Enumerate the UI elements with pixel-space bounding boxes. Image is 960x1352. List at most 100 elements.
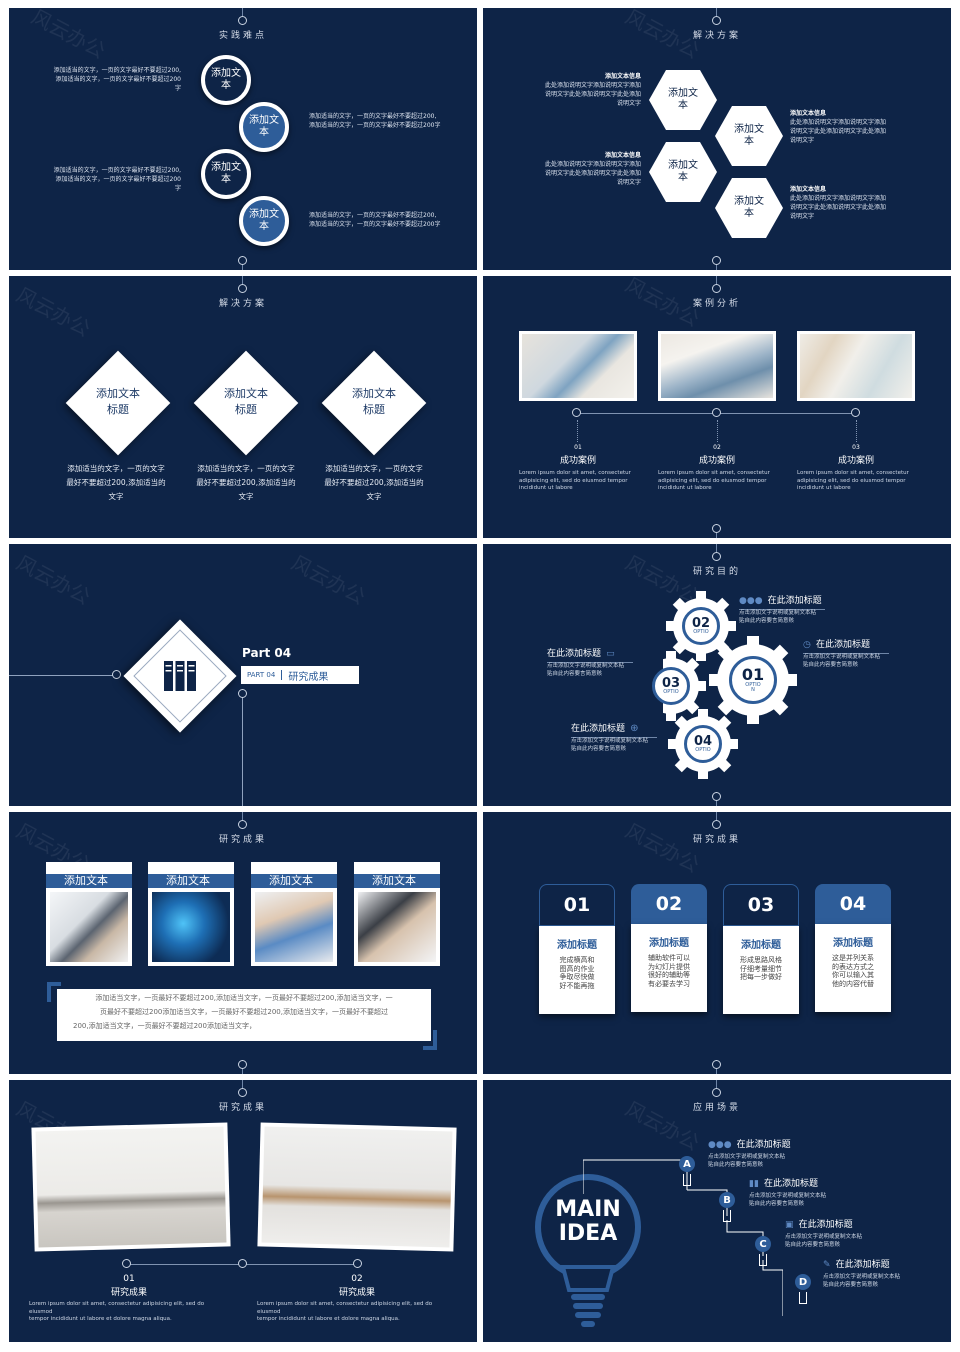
timeline-node xyxy=(851,408,860,417)
monitor-icon: ▭ xyxy=(606,649,615,659)
connector-line xyxy=(716,1080,717,1094)
scene-label-4: ✎ 在此添加标题 点击添加文字说明或复制文本粘贴自此内容要言简意赅 xyxy=(823,1260,901,1288)
bulb-a-icon: A xyxy=(679,1156,695,1172)
slide-research-purpose: 研究目的 风云办公 xyxy=(483,544,951,806)
connector-line xyxy=(242,8,243,22)
slide-results-cards: 研究成果 风云办公 01 添加标题 完成横高和图高的作业争取尽快做好不能再拖 0… xyxy=(483,812,951,1074)
slide-solution-diamond: 解决方案 风云办公 添加文本标题 添加文本标题 添加文本标题 添加适当的文字，一… xyxy=(9,276,477,538)
circle-badge-1: 添加文本 xyxy=(201,55,251,105)
top-node xyxy=(712,552,721,561)
card-3: 03 添加标题 形成思路风格仔细考量细节把每一步做好 xyxy=(723,884,799,1014)
watermark: 风云办公 xyxy=(12,282,95,342)
top-node xyxy=(712,284,721,293)
photo-card-2: 添加文本 xyxy=(148,862,234,966)
scene-label-1: ●●● 在此添加标题 点击添加文字说明或复制文本粘贴自此内容要言简意赅 xyxy=(708,1140,791,1168)
timeline-node xyxy=(238,1259,247,1268)
photo-tableware-2 xyxy=(658,331,776,401)
slide-solution-hex: 解决方案 风云办公 添加文本信息 此处添加说明文字添加说明文字添加说明文字此处添… xyxy=(483,8,951,270)
hex-badge-4: 添加文本 xyxy=(715,178,783,238)
connector-line xyxy=(716,544,717,558)
case-2: 02 成功案例 Lorem ipsum dolor sit amet, cons… xyxy=(658,444,770,491)
bottom-node xyxy=(712,524,721,533)
timeline-node xyxy=(122,1259,131,1268)
connector-line xyxy=(242,1080,243,1094)
text-block: 添加适当的文字，一页的文字最好不要超过200,添加适当的文字，一页的文字最好不要… xyxy=(53,67,181,92)
card-2: 02 添加标题 辅助软件可以为幻灯片提供很好的辅助等有必要去学习 xyxy=(631,884,707,1012)
dotted-line xyxy=(856,420,857,442)
label-group-left: 在此添加标题 ▭ 点击添加文字说明或复制文本粘贴自此内容要言简意赅 xyxy=(547,641,633,678)
corner-accent xyxy=(423,1030,437,1050)
slide-title: 研究成果 xyxy=(692,835,741,845)
photo-room-1 xyxy=(31,1122,231,1252)
bottom-node xyxy=(238,256,247,265)
bottom-node xyxy=(712,792,721,801)
slide-title: 研究成果 xyxy=(218,1103,267,1113)
photo-tableware-1 xyxy=(519,331,637,401)
hex-badge-2: 添加文本 xyxy=(715,106,783,166)
clock-icon: ◷ xyxy=(803,640,811,650)
card-4: 04 添加标题 这是并列关系的表达方式之你可以输入其他的内容代替 xyxy=(815,884,891,1012)
dotted-line xyxy=(577,420,578,442)
timeline-node xyxy=(572,408,581,417)
hex-badge-3: 添加文本 xyxy=(649,142,717,202)
chart-icon: ▮▮ xyxy=(749,1179,759,1189)
connector-line xyxy=(716,276,717,290)
people-icon: ●●● xyxy=(739,596,763,606)
slide-results-photos: 研究成果 风云办公 添加文本 添加文本 添加文本 添加文本 添加适当文字，一页最… xyxy=(9,812,477,1074)
gear-label-03: 03 OPTIO xyxy=(652,667,690,705)
case-1: 01 成功案例 Lorem ipsum dolor sit amet, cons… xyxy=(519,444,631,491)
timeline-node xyxy=(712,408,721,417)
text-block: 添加适当的文字，一页的文字最好不要超过200,添加适当的文字，一页的文字最好不要… xyxy=(309,113,441,129)
hex-badge-1: 添加文本 xyxy=(649,70,717,130)
case-3: 03 成功案例 Lorem ipsum dolor sit amet, cons… xyxy=(797,444,909,491)
bottom-node xyxy=(712,1060,721,1069)
info-block-2: 添加文本信息 此处添加说明文字添加说明文字添加说明文字此处添加说明文字此处添加说… xyxy=(544,152,641,186)
result-2: 02 研究成果 Lorem ipsum dolor sit amet, cons… xyxy=(257,1274,433,1322)
top-node xyxy=(238,284,247,293)
photo-card-1: 添加文本 xyxy=(46,862,132,966)
watermark: 风云办公 xyxy=(12,550,95,610)
gear-label-04: 04 OPTIO xyxy=(684,725,722,763)
bulb-c-icon: C xyxy=(755,1236,771,1252)
part-heading: Part 04 xyxy=(242,646,292,660)
server-icon xyxy=(164,661,196,691)
scene-label-3: ▣ 在此添加标题 点击添加文字说明或复制文本粘贴自此内容要言简意赅 xyxy=(785,1220,863,1248)
slide-title: 应用场景 xyxy=(692,1103,741,1113)
slide-title: 解决方案 xyxy=(692,31,741,41)
line-node xyxy=(112,670,121,679)
top-node xyxy=(712,1088,721,1097)
photo-tableware-3 xyxy=(797,331,915,401)
top-node xyxy=(238,16,247,25)
pen-icon: ✎ xyxy=(823,1260,831,1270)
bulb-base xyxy=(799,1292,807,1304)
gear-label-01: 01 OPTIO N xyxy=(729,656,777,704)
info-block-4: 添加文本信息 此处添加说明文字添加说明文字添加说明文字此处添加说明文字此处添加说… xyxy=(790,186,887,220)
section-label: PART 04 研究成果 xyxy=(241,666,359,684)
diamond-title-1: 添加文本标题 xyxy=(96,387,140,416)
info-block-1: 添加文本信息 此处添加说明文字添加说明文字添加说明文字此处添加说明文字此处添加说… xyxy=(544,73,641,107)
horizontal-line xyxy=(9,675,117,676)
bottom-node xyxy=(238,1060,247,1069)
text-block: 添加适当的文字，一页的文字最好不要超过200,添加适当的文字，一页的文字最好不要… xyxy=(53,167,181,192)
diamond-title-2: 添加文本标题 xyxy=(224,387,268,416)
text-paragraph: 添加适当文字，一页最好不要超过200,添加适当文字，一页最好不要超过200,添加… xyxy=(57,989,431,1041)
globe-icon: ⊕ xyxy=(630,723,639,734)
diamond-desc-3: 添加适当的文字，一页的文字最好不要超过200,添加适当的文字 xyxy=(324,464,424,501)
connector-line xyxy=(716,8,717,22)
top-node xyxy=(238,1088,247,1097)
top-node xyxy=(712,16,721,25)
timeline-node xyxy=(353,1259,362,1268)
bulb-d-icon: D xyxy=(795,1274,811,1290)
bulb-base xyxy=(759,1254,767,1266)
lightbulb-icon xyxy=(535,1174,641,1327)
slide-results-rooms: 研究成果 风云办公 01 研究成果 Lorem ipsum dolor sit … xyxy=(9,1080,477,1342)
top-node xyxy=(712,820,721,829)
bulb-base xyxy=(723,1210,731,1222)
connector-line xyxy=(242,812,243,826)
vertical-line xyxy=(242,697,243,806)
diamond-title-3: 添加文本标题 xyxy=(352,387,396,416)
circle-badge-4: 添加文本 xyxy=(239,196,289,246)
label-group-top: ●●● 在此添加标题 点击添加文字说明或复制文本粘贴自此内容要言简意赅 xyxy=(739,588,825,625)
gear-label-02: 02 OPTIO xyxy=(682,607,720,645)
